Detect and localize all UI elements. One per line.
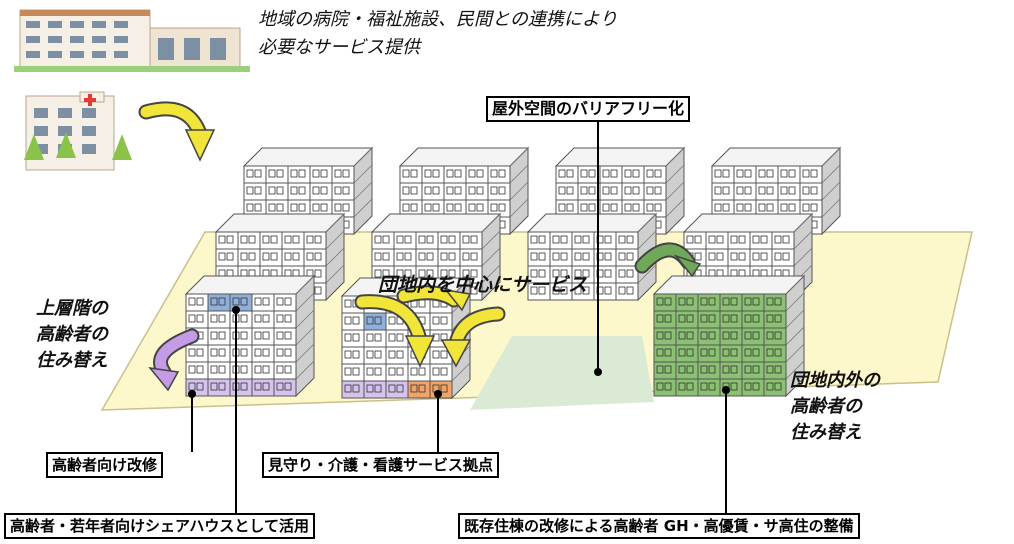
- leader-dot-barrier-free: [594, 368, 602, 376]
- right-relocation-line3: 住み替え: [790, 422, 862, 443]
- left-relocation-line2: 高齢者の: [36, 324, 108, 345]
- curved-arrow-center-top: [396, 285, 472, 312]
- top-note-line1: 地域の病院・福祉施設、民間との連携により: [258, 9, 618, 30]
- leader-dot-existing-renovation: [722, 386, 730, 394]
- leader-dot-watch-care: [434, 390, 442, 398]
- large-hospital-icon: [19, 9, 151, 71]
- renovation-elderly-label: 高齢者向け改修: [46, 452, 164, 478]
- green-plaza: [470, 336, 654, 410]
- right-relocation-line1: 団地内外の: [790, 370, 880, 391]
- top-note-line2: 必要なサービス提供: [258, 37, 420, 58]
- left-relocation-line1: 上層階の: [36, 298, 108, 319]
- building-back-2: [398, 146, 530, 236]
- curved-arrow-green: [634, 242, 702, 278]
- small-clinic-icon: [24, 91, 132, 171]
- curved-arrow-center-right: [440, 306, 506, 368]
- building-front-right: [652, 274, 806, 398]
- center-service-label: 団地内を中心にサービス: [378, 274, 588, 296]
- existing-renovation-label: 既存住棟の改修による高齢者 GH・高優賃・サ高住の整備: [458, 513, 860, 539]
- leader-dot-renovation: [188, 390, 196, 398]
- hospital-lawn: [14, 66, 250, 72]
- watch-care-label: 見守り・介護・看護サービス拠点: [262, 452, 500, 478]
- building-front-left: [184, 274, 316, 398]
- curved-arrow-hospital: [138, 101, 216, 162]
- building-middle-3: [526, 212, 658, 302]
- building-back-3: [554, 146, 686, 236]
- share-house-label: 高齢者・若年者向けシェアハウスとして活用: [4, 513, 315, 539]
- left-relocation-line3: 住み替え: [36, 350, 108, 371]
- building-back-4: [710, 146, 842, 236]
- barrier-free-label: 屋外空間のバリアフリー化: [486, 96, 691, 122]
- curved-arrow-purple: [148, 328, 200, 392]
- curved-arrow-center-left: [354, 294, 436, 368]
- leader-dot-share-house: [232, 306, 240, 314]
- right-relocation-line2: 高齢者の: [790, 396, 862, 417]
